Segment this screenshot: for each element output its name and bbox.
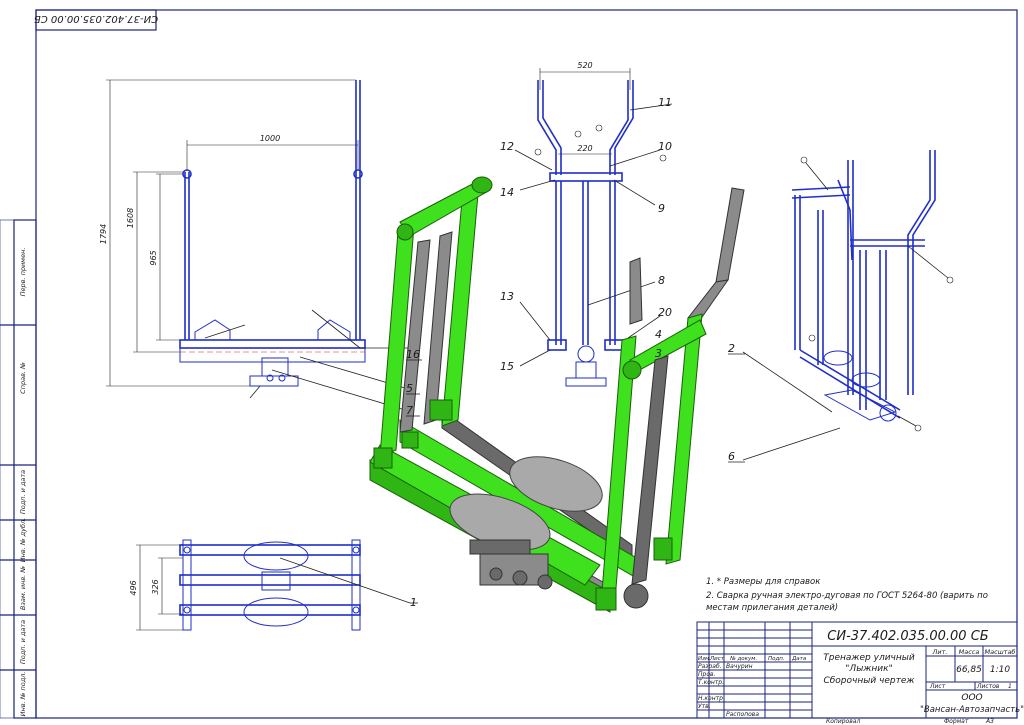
tb-head-date: Дата (791, 656, 807, 662)
callout-7: 7 (406, 404, 413, 417)
tb-sheets-label: Листов (976, 683, 1000, 690)
strip-label-2: Справ. № (19, 362, 27, 394)
front-view: 1000 1794 1608 965 (99, 79, 420, 411)
tb-row-utv: Утв. (698, 703, 711, 710)
tb-head-doc: № докум. (729, 656, 757, 662)
left-side-strip: Перв. примен. Справ. № Подп. и дата Инв.… (0, 219, 37, 719)
dim-1000-label: 1000 (260, 134, 280, 143)
side-view: 520 220 (514, 61, 673, 387)
tb-doc-code: СИ-37.402.035.00.00 СБ (827, 629, 988, 644)
callout-13: 13 (500, 290, 514, 303)
callout-5: 5 (406, 382, 413, 395)
tb-name-line2: "Лыжник" (845, 664, 892, 674)
callout-1: 1 (410, 596, 417, 609)
tb-sheets-count: 1 (1008, 683, 1012, 690)
dim-1794-label: 1794 (99, 224, 108, 244)
dim-326-label: 326 (151, 579, 160, 594)
top-view: 496 326 (129, 539, 418, 631)
dim-965-label: 965 (149, 250, 158, 265)
footer-copied: Копировал (826, 718, 860, 725)
callout-9: 9 (658, 202, 665, 215)
tb-company-line2: "Вансан-Автозапчасть" (920, 705, 1024, 715)
note-2: 2. Сварка ручная электро-дуговая по ГОСТ… (706, 591, 988, 601)
callout-3: 3 (655, 347, 662, 360)
dim-1608-label: 1608 (126, 208, 135, 228)
strip-label-6: Подп. и дата (19, 620, 27, 664)
note-1: 1. * Размеры для справок (706, 577, 821, 587)
tb-row-razrab: Разраб. (698, 663, 722, 670)
top-stamp-text: СИ-37.402.035.00.00 СБ (34, 13, 158, 24)
tb-sheet-label: Лист (929, 683, 946, 690)
callout-14: 14 (500, 186, 514, 199)
dim-220-label: 220 (577, 144, 592, 153)
strip-label-7: Инв. № подл. (19, 672, 27, 717)
tb-mass: 66,85 (956, 665, 982, 675)
callout-11: 11 (658, 96, 672, 109)
callout-12: 12 (500, 140, 514, 153)
strip-label-5: Взам. инв. № (19, 566, 27, 610)
isometric-wire-view (742, 150, 954, 461)
strip-label-4: Инв. № дубл. (19, 518, 27, 562)
tb-col-lit: Лит. (932, 648, 948, 656)
strip-label-1: Перв. примен. (19, 248, 27, 297)
technical-notes: 1. * Размеры для справок 2. Сварка ручна… (706, 577, 988, 613)
callout-10: 10 (658, 140, 672, 153)
title-block: Изм. Лист № докум. Подп. Дата Разраб. Ва… (696, 621, 1024, 719)
tb-row-nkontr: Н.контр. (698, 695, 725, 702)
tb-col-scale: Масштаб (985, 648, 1016, 656)
callout-20: 20 (658, 306, 672, 319)
callout-labels: 1 2 3 4 5 6 7 8 9 10 11 12 13 14 15 16 2… (406, 96, 745, 609)
note-3: местам прилегания деталей) (706, 603, 838, 613)
callout-4: 4 (655, 328, 662, 341)
footer-format-value: A3 (985, 718, 994, 725)
tb-row-prov: Пров. (698, 671, 716, 678)
top-stamp: СИ-37.402.035.00.00 СБ (34, 9, 158, 31)
strip-label-3: Подп. и дата (19, 470, 27, 514)
tb-row-tkontr: Т.контр. (698, 679, 724, 686)
tb-utv-name: Распопова (726, 711, 759, 718)
callout-15: 15 (500, 360, 514, 373)
callout-8: 8 (658, 274, 665, 287)
dim-520-label: 520 (577, 61, 592, 70)
callout-16: 16 (406, 348, 420, 361)
footer-format: Формат (944, 718, 969, 725)
sheet-footer: Копировал Формат A3 (826, 718, 994, 725)
tb-razrab-name: Вачурин (726, 663, 753, 670)
callout-6: 6 (728, 450, 735, 463)
dim-496-label: 496 (129, 580, 138, 595)
tb-name-line3: Сборочный чертеж (823, 676, 915, 686)
tb-name-line1: Тренажер уличный (823, 653, 915, 663)
callout-2: 2 (728, 342, 735, 355)
tb-head-izm: Изм. (698, 656, 711, 662)
tb-col-mass: Масса (959, 648, 980, 656)
tb-company-line1: ООО (961, 693, 982, 703)
shaded-3d-model (369, 176, 745, 613)
tb-scale: 1:10 (990, 665, 1010, 675)
tb-head-sign: Подп. (768, 656, 785, 662)
tb-head-list: Лист (709, 656, 725, 662)
